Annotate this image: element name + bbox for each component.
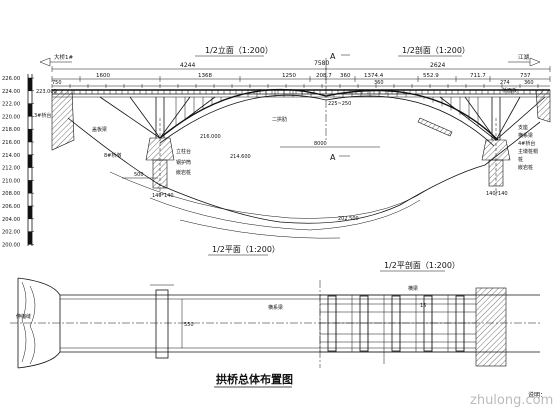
label-pad: 钢护筒 <box>176 159 191 166</box>
elevation-scale: 226.00 224.00 222.00 220.00 218.00 216.00 214.… <box>2 74 34 248</box>
label-right-pile: 桩 <box>518 156 523 163</box>
elevation-tick-label: 200.00 <box>2 242 20 248</box>
axis-label-top: A <box>330 52 336 61</box>
spandrel-posts <box>175 89 479 127</box>
elevation-tick-label: 206.00 <box>2 204 20 210</box>
label-abut-left: 3#桥台 <box>34 112 51 119</box>
main-title: 拱桥总体布置图 <box>216 372 293 386</box>
label-pier-body: 立柱台 <box>176 148 191 155</box>
dim-208: 208.7 <box>316 73 332 79</box>
label-abut-right: 4#桥台 <box>518 140 535 147</box>
elevation-tick-label: 226.00 <box>2 76 20 82</box>
elev-214: 214.600 <box>230 154 251 160</box>
dim-711: 711.7 <box>470 73 486 79</box>
elevation-tick-label: 204.00 <box>2 217 20 223</box>
left-direction-arrow-icon <box>39 57 51 67</box>
dim-1368: 1368 <box>198 73 212 79</box>
note-label: 说明： <box>528 391 546 399</box>
dim-8000: 8000 <box>314 141 327 147</box>
direction-left-label: 大桥1# <box>54 53 73 61</box>
label-embedded: 嵌岩桩 <box>176 169 191 176</box>
elevation-tick-label: 202.00 <box>2 230 20 236</box>
right-abutment <box>535 89 551 123</box>
dim-360c: 360 <box>524 80 534 86</box>
elev-216: 216.000 <box>200 134 221 140</box>
plan-dim-15: 15 <box>420 303 426 309</box>
elev-2025: 202.500 <box>338 216 359 222</box>
dim-274: 274 <box>500 80 510 86</box>
elev-225: 225~250 <box>328 101 351 107</box>
right-direction-arrow-icon <box>529 57 541 67</box>
title-half-elevation: 1/2立面（1:200） <box>205 45 273 55</box>
axis-label-mid: A <box>330 153 336 162</box>
dim-552: 552.9 <box>423 73 439 79</box>
label-plan-left: 伸缩缝 <box>16 313 31 320</box>
watermark: zhulong.com <box>470 393 553 408</box>
label-cover-beam: 盖板梁 <box>92 126 107 133</box>
dim-left-half: 4244 <box>180 62 195 69</box>
pier-size-left: 140*140 <box>152 193 174 199</box>
label-right-base: 嵌岩桩 <box>518 164 533 171</box>
label-arch-rib: 二拱肋 <box>272 116 287 123</box>
pier-size-right: 140*140 <box>486 191 508 197</box>
elevation-tick-label: 212.00 <box>2 166 20 172</box>
dim-total: 7580 <box>314 60 329 67</box>
dim-right-half: 2624 <box>430 62 445 69</box>
dim-360a: 360 <box>340 73 351 79</box>
elev-223: 223.000 <box>36 89 57 95</box>
dim-360b: 360 <box>374 80 384 86</box>
left-abutment <box>51 89 75 151</box>
label-right-pier: 主墩桩帽 <box>518 148 538 155</box>
elevation-tick-label: 214.00 <box>2 153 20 159</box>
dim-737: 737 <box>520 73 531 79</box>
elevation-tick-label: 208.00 <box>2 191 20 197</box>
ground-line <box>67 117 541 224</box>
plan-view: 1/2平面（1:200） 1/2平剖面（1:200） 伸缩缝 550 横系梁 横… <box>10 245 540 369</box>
top-dimension-lines: 1/2立面（1:200） 1/2剖面（1:200） A 7580 大桥1# 江湖… <box>39 45 551 88</box>
elevation-tick-label: 220.00 <box>2 114 20 120</box>
right-arch-rib-lower <box>325 95 495 147</box>
right-arch-rib-upper <box>325 89 499 141</box>
label-plan-right: 横梁 <box>408 285 418 292</box>
right-pier-plan <box>475 287 507 367</box>
elevation-tick-label: 224.00 <box>2 89 20 95</box>
left-side-struts <box>99 96 216 139</box>
dim-1250: 1250 <box>282 73 296 79</box>
bridge-elevation: 223.000 3#桥台 <box>34 58 551 239</box>
dim-500: 500 <box>134 172 144 178</box>
title-half-plan: 1/2平面（1:200） <box>212 245 280 254</box>
elevation-tick-label: 216.00 <box>2 140 20 146</box>
title-half-section: 1/2剖面（1:200） <box>402 45 470 55</box>
elevation-tick-label: 222.00 <box>2 102 20 108</box>
label-right-cap: 支座 <box>518 124 528 131</box>
plan-dim-550: 550 <box>184 322 194 328</box>
label-right-tie: 横系梁 <box>518 132 533 139</box>
right-side-struts <box>417 96 546 141</box>
title-half-plan-section: 1/2平剖面（1:200） <box>384 260 460 270</box>
left-arch-rib-lower <box>159 94 327 144</box>
elevation-tick-label: 210.00 <box>2 178 20 184</box>
dim-1374: 1374.4 <box>364 73 384 79</box>
label-bridge-deck: 桥面板 <box>502 87 517 94</box>
dim-750: 750 <box>52 80 62 86</box>
direction-right-label: 江湖 <box>518 53 530 61</box>
plan-framing-grid <box>319 294 476 353</box>
elevation-tick-label: 218.00 <box>2 127 20 133</box>
label-plan-mid: 横系梁 <box>268 304 283 311</box>
label-pier-left: 8#桥墩 <box>104 152 121 159</box>
dim-1600: 1600 <box>96 73 110 79</box>
